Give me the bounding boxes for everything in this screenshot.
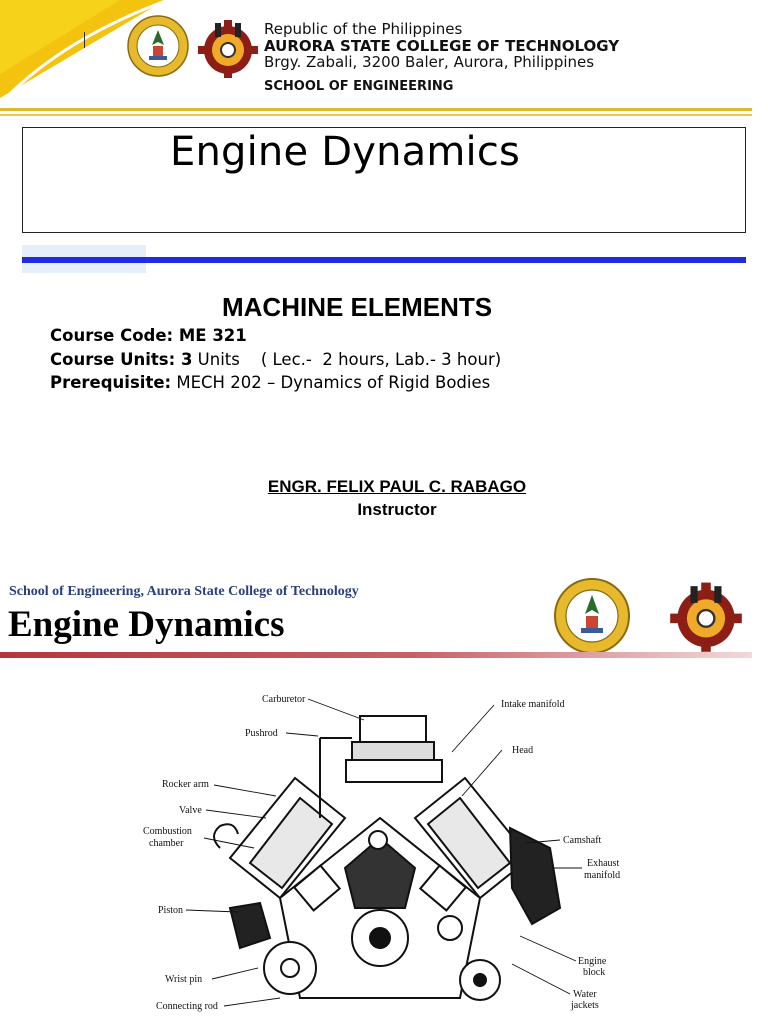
label-block: block <box>583 967 605 978</box>
slide2-school-line: School of Engineering, Aurora State Coll… <box>9 584 359 599</box>
v8-engine-diagram: Carburetor Pushrod Rocker arm Valve Comb… <box>143 694 620 1012</box>
blue-rule <box>22 257 746 263</box>
label-intake-manifold: Intake manifold <box>501 699 565 710</box>
label-jackets: jackets <box>570 1000 599 1011</box>
label-chamber: chamber <box>149 838 184 849</box>
gold-rule-thin <box>0 114 752 116</box>
slide2-title: Engine Dynamics <box>8 604 285 645</box>
label-exhaust: Exhaust <box>587 858 619 869</box>
instructor-name: ENGR. FELIX PAUL C. RABAGO <box>267 477 527 496</box>
course-units-detail: Units ( Lec.- 2 hours, Lab.- 3 hour) <box>192 350 502 369</box>
title-box <box>22 127 746 233</box>
course-code-row: Course Code: ME 321 <box>50 326 247 345</box>
label-manifold: manifold <box>584 870 620 881</box>
engineering-gear-logo-2 <box>670 582 742 652</box>
label-engine: Engine <box>578 956 607 967</box>
college-seal-logo <box>127 15 189 77</box>
engine-drawing <box>213 715 562 1001</box>
college-address: Brgy. Zabali, 3200 Baler, Aurora, Philip… <box>264 53 595 71</box>
divider-tick <box>84 32 85 48</box>
republic-line: Republic of the Philippines <box>264 20 463 38</box>
course-code-value: ME 321 <box>173 326 247 345</box>
college-seal-logo-2 <box>554 578 630 654</box>
subject-heading: MACHINE ELEMENTS <box>222 292 493 322</box>
course-units-row: Course Units: 3 Units ( Lec.- 2 hours, L… <box>50 350 501 369</box>
label-pushrod: Pushrod <box>245 728 278 739</box>
college-name: AURORA STATE COLLEGE OF TECHNOLOGY <box>264 37 620 55</box>
course-code-label: Course Code: <box>50 326 174 345</box>
label-piston: Piston <box>158 905 183 916</box>
gold-corner-decoration <box>0 0 169 106</box>
prerequisite-value: MECH 202 – Dynamics of Rigid Bodies <box>171 373 491 392</box>
slide-title: Engine Dynamics <box>170 129 521 175</box>
label-wrist-pin: Wrist pin <box>165 974 202 985</box>
label-rocker-arm: Rocker arm <box>162 779 209 790</box>
course-units-label: Course Units: <box>50 350 176 369</box>
engineering-gear-logo <box>198 20 258 78</box>
school-name: SCHOOL OF ENGINEERING <box>264 79 454 94</box>
label-head: Head <box>512 745 533 756</box>
prerequisite-label: Prerequisite: <box>50 373 172 392</box>
label-carburetor: Carburetor <box>262 694 306 705</box>
instructor-role: Instructor <box>357 500 437 519</box>
course-units-value: 3 <box>175 350 193 369</box>
label-water: Water <box>573 989 597 1000</box>
prerequisite-row: Prerequisite: MECH 202 – Dynamics of Rig… <box>50 373 490 392</box>
label-camshaft: Camshaft <box>563 835 602 846</box>
gold-rule <box>0 108 752 111</box>
label-connecting-rod: Connecting rod <box>156 1001 218 1012</box>
label-valve: Valve <box>179 805 202 816</box>
label-combustion: Combustion <box>143 826 192 837</box>
red-rule <box>0 652 752 658</box>
